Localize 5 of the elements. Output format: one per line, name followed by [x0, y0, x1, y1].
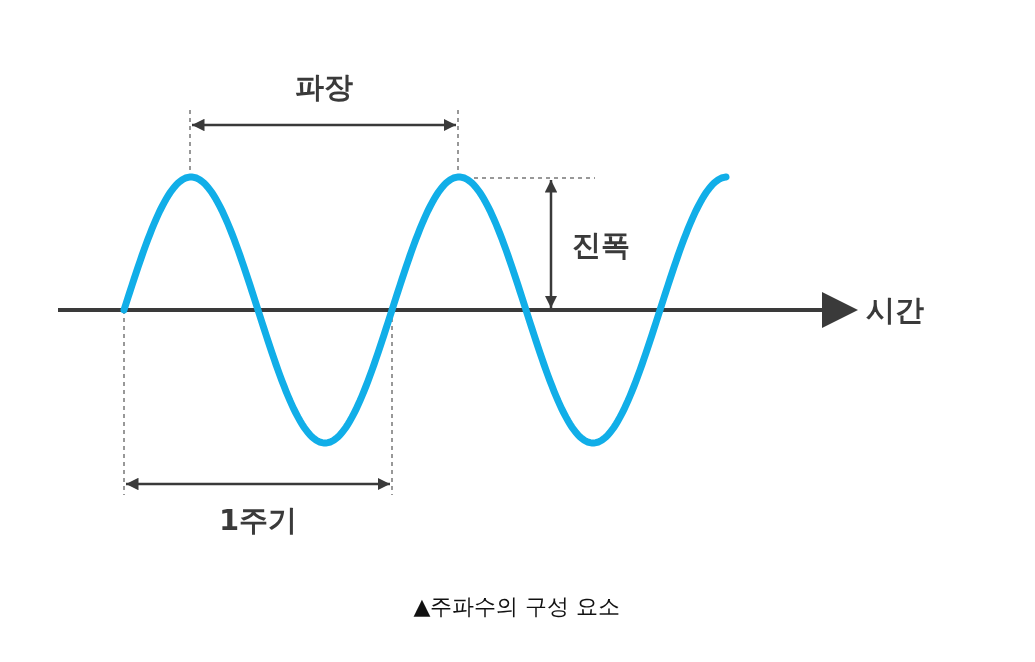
caption: ▲주파수의 구성 요소 — [413, 596, 621, 618]
dimension-label: 1주기 — [219, 505, 298, 535]
dimension-label: 진폭 — [572, 230, 630, 260]
dimension-label: 파장 — [295, 72, 353, 102]
axis-label: 시간 — [866, 295, 924, 325]
